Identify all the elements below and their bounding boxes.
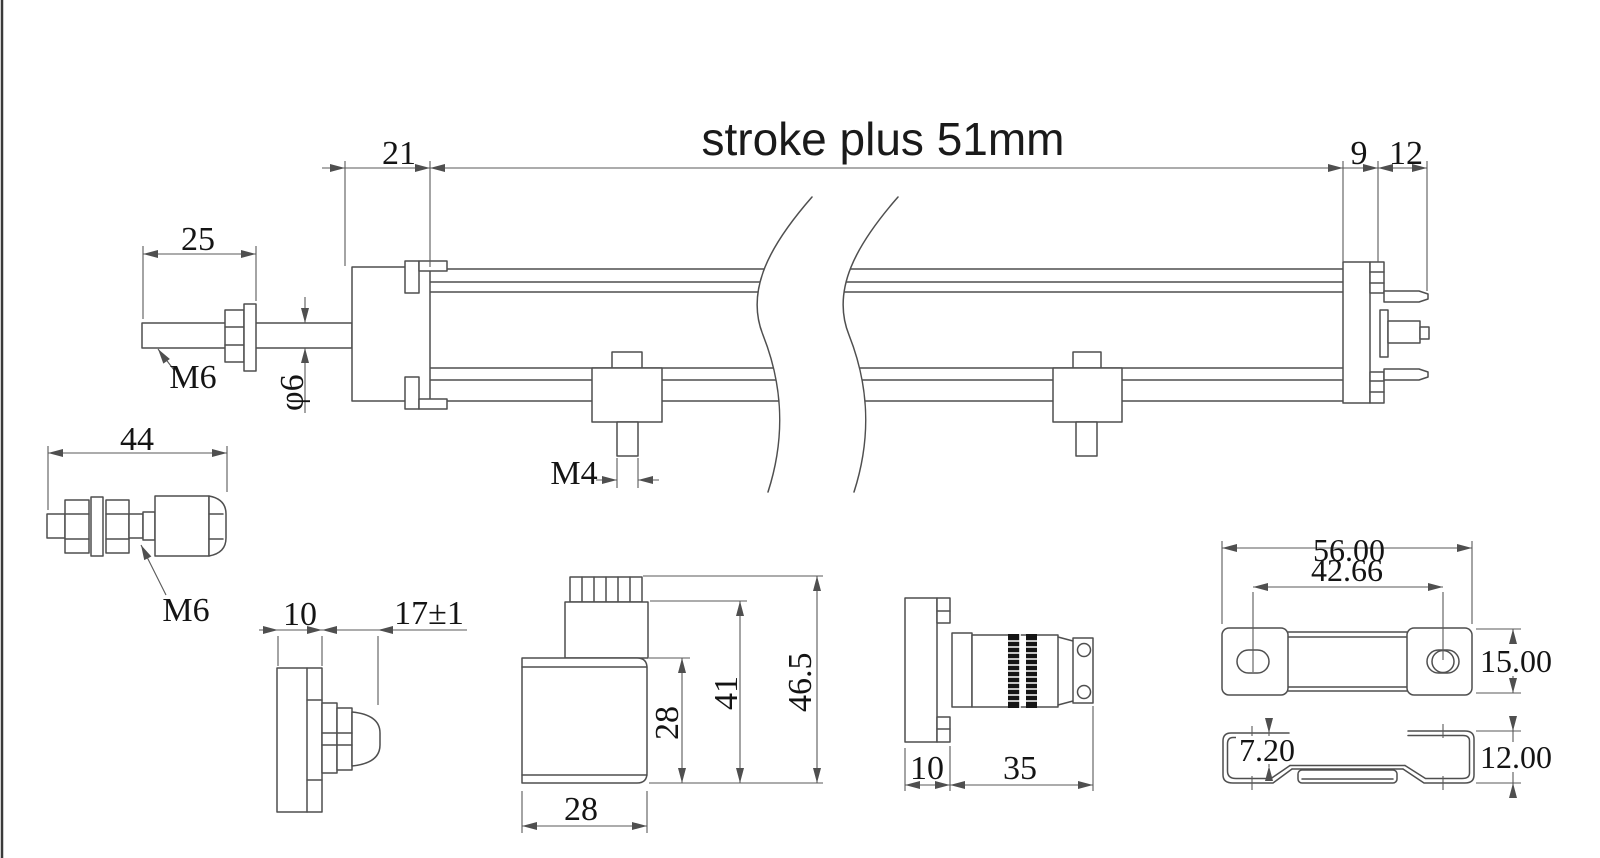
connector-flange [904, 597, 938, 743]
dim-pins: 12 [1389, 135, 1423, 172]
break-lines [756, 196, 899, 493]
dim-joint-thread: M6 [162, 592, 209, 629]
dim-connector-length: 35 [1003, 750, 1037, 787]
connector-pins [1379, 290, 1430, 381]
main-assembly-view: 21 stroke plus 51mm 9 12 25 φ6 M6 [141, 113, 1430, 493]
plug-body [521, 657, 648, 784]
plug-side-view: 10 17±1 [259, 595, 467, 813]
bracket-side-view: 7.20 12.00 [1222, 716, 1552, 798]
front-head-block [351, 260, 448, 410]
dim-rod-exposed: 25 [181, 221, 215, 258]
dim-flange-depth: 10 [910, 750, 944, 787]
dim-rod-diameter: φ6 [274, 374, 311, 411]
main-dimensions: 21 stroke plus 51mm 9 12 25 φ6 M6 [142, 113, 1428, 492]
rod-hex-nut [224, 309, 245, 363]
dim-joint-length: 44 [120, 421, 154, 458]
dim-side-height: 12.00 [1480, 739, 1552, 775]
terminal-block [564, 601, 649, 659]
knurl-lines [1008, 634, 1037, 708]
dim-plug-width: 28 [564, 791, 598, 828]
rod-washer [243, 303, 257, 372]
dim-plug-body-depth: 10 [283, 596, 317, 633]
bracket-center-rib [1297, 769, 1398, 784]
mounting-clamp-1 [591, 351, 663, 457]
dim-height-to-shoulder: 41 [708, 676, 745, 710]
stroke-length-label: stroke plus 51mm [701, 113, 1064, 165]
dim-rod-thread: M6 [169, 359, 216, 396]
body-tube [429, 268, 1344, 402]
bracket-top-view: 56.00 42.66 15.00 [1221, 532, 1552, 696]
mounting-clamp-2 [1052, 351, 1123, 457]
cable-gland-nut [321, 702, 338, 774]
dim-bracket-width: 15.00 [1480, 643, 1552, 679]
screw-hole [1076, 684, 1092, 700]
dim-bracket-overall: 56.00 [1313, 532, 1385, 568]
push-rod [141, 303, 353, 372]
dim-plug-height: 28 [649, 706, 686, 740]
dim-gland-length: 17±1 [394, 595, 464, 632]
plug-front-view: 28 41 46.5 28 [521, 575, 823, 833]
dim-overall-height: 46.5 [782, 653, 819, 713]
clamp-stud [1075, 421, 1098, 457]
cable-gland-dome [351, 711, 381, 767]
dim-clamp-stud-thread: M4 [550, 455, 597, 492]
screw-hole [1076, 642, 1092, 658]
clamp-stud [616, 421, 639, 457]
rear-end-cap [1342, 261, 1385, 404]
dim-rear-cap: 9 [1351, 135, 1368, 172]
rod-end-joint-view: 44 M6 [46, 421, 228, 629]
dim-hole-spacing: 42.66 [1311, 552, 1383, 588]
dim-front-cap: 21 [382, 135, 416, 172]
dim-step-height: 7.20 [1239, 732, 1295, 768]
round-connector-view: 10 35 [904, 597, 1094, 791]
